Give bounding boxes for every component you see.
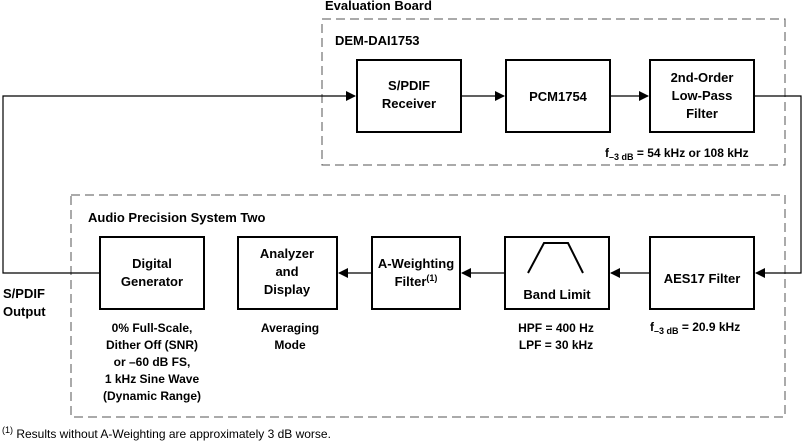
band-limit-block: Band Limit <box>504 236 610 310</box>
generator-note-line: Dither Off (SNR) <box>106 338 198 352</box>
bandpass-shape-icon <box>527 242 584 274</box>
band-limit-label: Band Limit <box>523 287 591 302</box>
low-pass-filter-label-line3: Filter <box>686 106 718 121</box>
a-weighting-filter-block: A-Weighting Filter(1) <box>371 236 461 310</box>
pcm1754-label: PCM1754 <box>529 89 588 104</box>
generator-note-line: or –60 dB FS, <box>114 355 191 369</box>
spdif-output-label-line1: S/PDIF <box>3 286 45 301</box>
generator-note-line: 0% Full-Scale, <box>112 321 193 335</box>
aes17-filter-label: AES17 Filter <box>664 271 741 286</box>
lpf-to-aes17-connector <box>754 95 802 278</box>
evaluation-board-title: Evaluation Board <box>325 0 432 13</box>
low-pass-filter-block: 2nd-Order Low-Pass Filter <box>649 59 755 133</box>
analyzer-display-block: Analyzer and Display <box>237 236 338 310</box>
footnote: (1) Results without A-Weighting are appr… <box>2 425 331 441</box>
spdif-receiver-label-line2: Receiver <box>382 96 436 111</box>
footnote-marker: (1) <box>426 273 437 283</box>
aes17-filter-block: AES17 Filter <box>649 236 755 310</box>
pcm1754-block: PCM1754 <box>505 59 611 133</box>
spdif-receiver-block: S/PDIF Receiver <box>356 59 462 133</box>
spdif-receiver-label-line1: S/PDIF <box>388 78 430 93</box>
analyzer-label-line2: and <box>275 264 298 279</box>
low-pass-filter-label-line2: Low-Pass <box>672 88 733 103</box>
a-weighting-label-line2: Filter(1) <box>395 273 438 289</box>
analyzer-note-line1: Averaging <box>261 321 319 335</box>
analyzer-label-line3: Display <box>264 282 311 297</box>
generator-notes: 0% Full-Scale, Dither Off (SNR) or –60 d… <box>103 321 201 403</box>
audio-precision-title: Audio Precision System Two <box>88 210 266 225</box>
dem-dai1753-boundary <box>321 18 786 166</box>
dem-dai1753-label: DEM-DAI1753 <box>335 33 420 48</box>
generator-note-line: (Dynamic Range) <box>103 389 201 403</box>
generator-note-line: 1 kHz Sine Wave <box>105 372 200 386</box>
aes17-cutoff-note: f–3 dB = 20.9 kHz <box>650 320 740 336</box>
digital-generator-label-line1: Digital <box>132 256 172 271</box>
audio-precision-boundary <box>70 194 786 418</box>
spdif-output-to-receiver-connector <box>2 91 356 274</box>
spdif-output-label-line2: Output <box>3 304 46 319</box>
analyzer-note-line2: Mode <box>274 338 306 352</box>
low-pass-cutoff-note: f–3 dB = 54 kHz or 108 kHz <box>605 146 749 162</box>
low-pass-filter-label-line1: 2nd-Order <box>671 70 734 85</box>
band-limit-note-lpf: LPF = 30 kHz <box>519 338 593 352</box>
a-weighting-label-line1: A-Weighting <box>378 256 454 271</box>
band-limit-note-hpf: HPF = 400 Hz <box>518 321 594 335</box>
digital-generator-label-line2: Generator <box>121 274 183 289</box>
analyzer-label-line1: Analyzer <box>260 246 314 261</box>
digital-generator-block: Digital Generator <box>99 236 205 310</box>
